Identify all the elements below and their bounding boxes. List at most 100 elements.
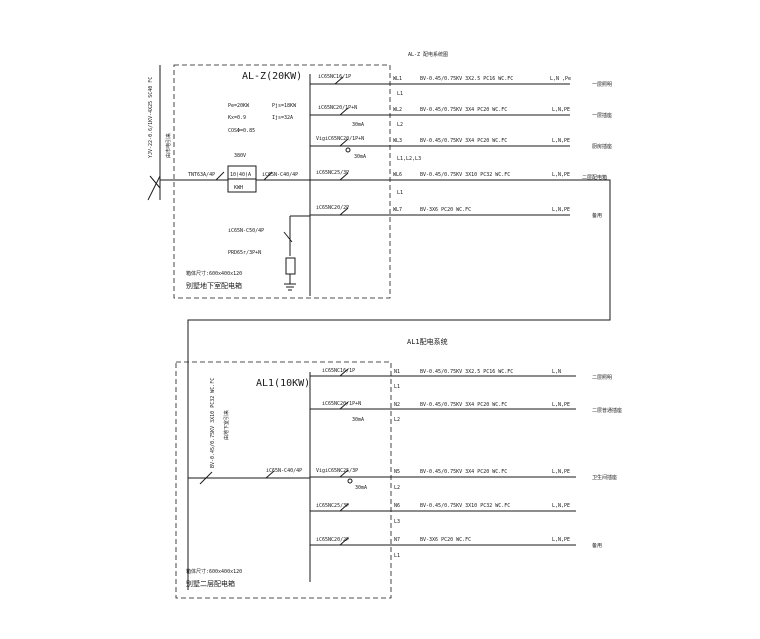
svg-text:BV-0.45/0.75KV 3X2.5 PC16 WC.F: BV-0.45/0.75KV 3X2.5 PC16 WC.FC bbox=[420, 369, 513, 375]
svg-text:VigiC65NC25/3P: VigiC65NC25/3P bbox=[316, 468, 358, 474]
svg-text:iC65NC16/1P: iC65NC16/1P bbox=[318, 74, 351, 80]
top-isolator-label: TNT63A/4P bbox=[188, 172, 215, 178]
top-circuit-4: iC65NC25/3P WL6 BV-0.45/0.75KV 3X10 PC32… bbox=[310, 170, 607, 196]
top-pe: Pe=20KW bbox=[228, 103, 250, 109]
top-spd-switch bbox=[283, 231, 293, 243]
top-panel-name: AL-Z(20KW) bbox=[242, 71, 302, 82]
svg-text:BV-0.45/0.75KV 3X4 PC20 WC.FC: BV-0.45/0.75KV 3X4 PC20 WC.FC bbox=[420, 138, 507, 144]
svg-text:L2: L2 bbox=[394, 417, 400, 423]
panel-connector-line bbox=[187, 179, 611, 590]
svg-text:iC65NC16/1P: iC65NC16/1P bbox=[322, 368, 355, 374]
svg-text:L,N: L,N bbox=[552, 369, 561, 375]
svg-text:L,N,PE: L,N,PE bbox=[552, 537, 570, 543]
bottom-panel-name: AL1(10KW) bbox=[256, 378, 310, 389]
bottom-circuit-4: iC65NC25/3P N6 BV-0.45/0.75KV 3X10 PC32 … bbox=[310, 503, 576, 525]
top-feed-note: 由市电引来 bbox=[165, 133, 172, 158]
bottom-feed-cable-text: BV-0.45/0.75KV 3X10 PC32 WC.FC bbox=[210, 378, 216, 468]
svg-text:L,N,PE: L,N,PE bbox=[552, 503, 570, 509]
svg-text:WL1: WL1 bbox=[393, 76, 402, 82]
svg-text:N7: N7 bbox=[394, 537, 400, 543]
top-box-size: 箱体尺寸:600x400x120 bbox=[186, 270, 242, 277]
top-cos: COSΦ=0.85 bbox=[228, 128, 255, 134]
svg-text:L,N,PE: L,N,PE bbox=[552, 402, 570, 408]
svg-text:L,N ,Pe: L,N ,Pe bbox=[550, 76, 571, 82]
bottom-feed-tick bbox=[199, 471, 213, 485]
bottom-main-breaker-symbol bbox=[265, 470, 275, 479]
svg-text:厨房插座: 厨房插座 bbox=[592, 143, 612, 150]
top-panel-header: AL-Z 配电系统图 bbox=[408, 51, 448, 58]
top-isolator-symbol bbox=[215, 171, 225, 181]
svg-text:L3: L3 bbox=[394, 519, 400, 525]
svg-text:VigiC65NC20/1P+N: VigiC65NC20/1P+N bbox=[316, 136, 364, 142]
svg-text:L2: L2 bbox=[397, 122, 403, 128]
bottom-main-breaker-label: iC65N-C40/4P bbox=[266, 468, 302, 474]
svg-text:WL3: WL3 bbox=[393, 138, 402, 144]
svg-text:N1: N1 bbox=[394, 369, 400, 375]
svg-text:一层插座: 一层插座 bbox=[592, 112, 612, 119]
top-circuit-1: iC65NC16/1P WL1 BV-0.45/0.75KV 3X2.5 PC1… bbox=[310, 74, 612, 97]
svg-text:WL2: WL2 bbox=[393, 107, 402, 113]
top-circuit-5: iC65NC20/2P WL7 BV-3X6 PC20 WC.FC L,N,PE… bbox=[310, 205, 602, 219]
svg-text:卫生间插座: 卫生间插座 bbox=[592, 474, 617, 481]
svg-text:WL6: WL6 bbox=[393, 172, 402, 178]
top-circuit-3: VigiC65NC20/1P+N 30mA WL3 BV-0.45/0.75KV… bbox=[310, 136, 612, 162]
svg-text:iC65NC25/3P: iC65NC25/3P bbox=[316, 503, 349, 509]
bottom-box-size: 箱体尺寸:600x400x120 bbox=[186, 568, 242, 575]
svg-text:30mA: 30mA bbox=[354, 154, 366, 160]
top-circuit-2: iC65NC20/1P+N 30mA WL2 BV-0.45/0.75KV 3X… bbox=[310, 105, 612, 128]
svg-text:L1: L1 bbox=[397, 91, 403, 97]
svg-text:二层配电箱: 二层配电箱 bbox=[582, 174, 607, 181]
top-meter-label: KWH bbox=[234, 185, 243, 191]
svg-text:BV-0.45/0.75KV 3X10 PC32 WC.FC: BV-0.45/0.75KV 3X10 PC32 WC.FC bbox=[420, 172, 510, 178]
top-box-title: 别墅地下室配电箱 bbox=[186, 281, 242, 290]
svg-text:WL7: WL7 bbox=[393, 207, 402, 213]
svg-text:N2: N2 bbox=[394, 402, 400, 408]
svg-text:30mA: 30mA bbox=[355, 485, 367, 491]
svg-text:BV-0.45/0.75KV 3X2.5 PC16 WC.F: BV-0.45/0.75KV 3X2.5 PC16 WC.FC bbox=[420, 76, 513, 82]
svg-text:L,N,PE: L,N,PE bbox=[552, 207, 570, 213]
bottom-feed-note: 由地下室引来 bbox=[223, 410, 230, 440]
svg-text:BV-3X6 PC20 WC.FC: BV-3X6 PC20 WC.FC bbox=[420, 207, 471, 213]
top-main-breaker-symbol bbox=[263, 171, 273, 181]
top-spd-label: PRD65r/3P+N bbox=[228, 250, 261, 256]
svg-text:BV-3X6 PC20 WC.FC: BV-3X6 PC20 WC.FC bbox=[420, 537, 471, 543]
svg-text:30mA: 30mA bbox=[352, 417, 364, 423]
top-feed-tick-2 bbox=[149, 175, 161, 189]
top-feed-tick bbox=[147, 175, 161, 201]
svg-text:BV-0.45/0.75KV 3X4 PC20 WC.FC: BV-0.45/0.75KV 3X4 PC20 WC.FC bbox=[420, 107, 507, 113]
svg-text:L,N,PE: L,N,PE bbox=[552, 138, 570, 144]
top-pjs: Pjs=18KW bbox=[272, 103, 297, 109]
svg-text:iC65NC20/2P: iC65NC20/2P bbox=[316, 205, 349, 211]
svg-text:iC65NC20/2P: iC65NC20/2P bbox=[316, 537, 349, 543]
svg-text:二层普通插座: 二层普通插座 bbox=[592, 407, 622, 414]
svg-text:一层照明: 一层照明 bbox=[592, 82, 612, 88]
bottom-circuit-5: iC65NC20/2P N7 BV-3X6 PC20 WC.FC L,N,PE … bbox=[310, 537, 602, 559]
svg-text:二层照明: 二层照明 bbox=[592, 375, 612, 381]
bottom-circuit-1: iC65NC16/1P N1 BV-0.45/0.75KV 3X2.5 PC16… bbox=[310, 368, 612, 390]
svg-text:iC65NC20/1P+N: iC65NC20/1P+N bbox=[322, 401, 361, 407]
bottom-panel-box bbox=[175, 361, 392, 599]
svg-text:BV-0.45/0.75KV 3X4 PC20 WC.FC: BV-0.45/0.75KV 3X4 PC20 WC.FC bbox=[420, 469, 507, 475]
top-kx: Kx=0.9 bbox=[228, 115, 246, 121]
bottom-panel-header: AL1配电系统 bbox=[407, 337, 448, 346]
svg-text:备用: 备用 bbox=[592, 212, 602, 219]
svg-text:iC65NC25/3P: iC65NC25/3P bbox=[316, 170, 349, 176]
top-main-breaker-label: iC65N-C40/4P bbox=[262, 172, 298, 178]
bottom-circuit-3: VigiC65NC25/3P 30mA N5 BV-0.45/0.75KV 3X… bbox=[310, 468, 617, 491]
svg-text:L1: L1 bbox=[394, 384, 400, 390]
svg-text:30mA: 30mA bbox=[352, 122, 364, 128]
bottom-box-title: 别墅二层配电箱 bbox=[186, 579, 235, 588]
top-panel-box bbox=[173, 64, 391, 299]
top-feed-cable-text: YJV-22-0.6/1KV-4X25 SC40 FC bbox=[148, 77, 154, 158]
svg-text:L,N,PE: L,N,PE bbox=[552, 172, 570, 178]
svg-text:L1: L1 bbox=[397, 190, 403, 196]
top-ijs: Ijs=32A bbox=[272, 115, 293, 121]
top-meter-rating: 10(40)A bbox=[230, 172, 251, 178]
top-meter-voltage: 380V bbox=[234, 153, 246, 159]
svg-text:L1: L1 bbox=[394, 553, 400, 559]
top-spd-device bbox=[285, 257, 296, 275]
top-spd-breaker: iC65N-C50/4P bbox=[228, 228, 264, 234]
svg-text:BV-0.45/0.75KV 3X4 PC20 WC.FC: BV-0.45/0.75KV 3X4 PC20 WC.FC bbox=[420, 402, 507, 408]
svg-text:N6: N6 bbox=[394, 503, 400, 509]
